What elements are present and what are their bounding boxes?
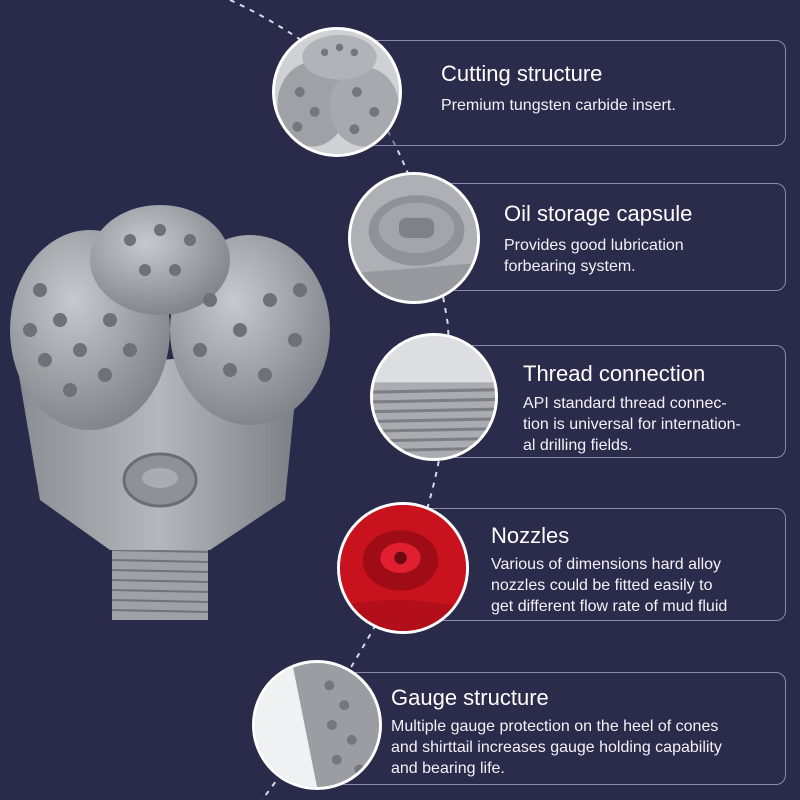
feature-title: Cutting structure [441, 61, 603, 86]
tooth-cones-icon [272, 27, 402, 157]
gauge-icon [252, 660, 382, 790]
description-line: Provides good lubrication [504, 237, 684, 254]
feature-description: Multiple gauge protection on the heel of… [391, 716, 722, 779]
feature-title: Nozzles [491, 523, 570, 548]
description-line: get different flow rate of mud fluid [491, 598, 728, 615]
feature-card-cutting-structure: Cutting structure Premium tungsten carbi… [340, 40, 786, 146]
feature-card-gauge-structure: Gauge structure Multiple gauge protectio… [335, 672, 786, 785]
feature-card-nozzles: Nozzles Various of dimensions hard alloy… [418, 508, 786, 621]
description-line: API standard thread connec- [523, 395, 727, 412]
description-line: Premium tungsten carbide insert. [441, 97, 676, 114]
feature-title: Thread connection [523, 361, 706, 386]
feature-description: Provides good lubrication forbearing sys… [504, 235, 684, 277]
thread-icon [370, 333, 498, 461]
description-line: forbearing system. [504, 258, 636, 275]
description-line: Multiple gauge protection on the heel of… [391, 718, 719, 735]
feature-title: Oil storage capsule [504, 201, 693, 226]
description-line: Various of dimensions hard alloy [491, 556, 722, 573]
feature-description: Various of dimensions hard alloy nozzles… [491, 554, 727, 617]
capsule-icon [348, 172, 480, 304]
feature-title: Gauge structure [391, 685, 549, 710]
description-line: nozzles could be fitted easily to [491, 577, 713, 594]
tricone-drill-bit-image [10, 205, 330, 620]
description-line: tion is universal for internation- [523, 416, 741, 433]
nozzle-icon [337, 502, 469, 634]
description-line: and shirttail increases gauge holding ca… [391, 739, 722, 756]
feature-description: API standard thread connec- tion is univ… [523, 393, 741, 456]
feature-card-thread-connection: Thread connection API standard thread co… [430, 345, 786, 458]
description-line: and bearing life. [391, 760, 505, 777]
feature-description: Premium tungsten carbide insert. [441, 95, 676, 116]
description-line: al drilling fields. [523, 437, 633, 454]
